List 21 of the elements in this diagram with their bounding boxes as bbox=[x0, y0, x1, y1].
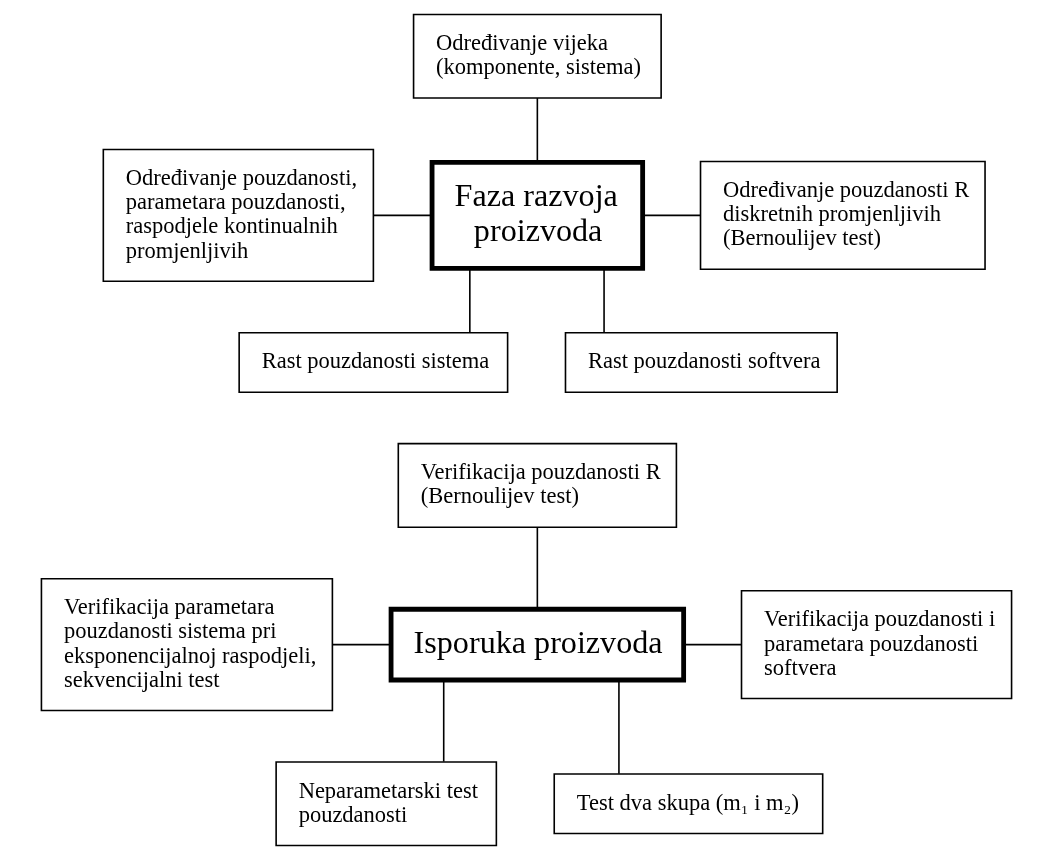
connector bbox=[469, 267, 471, 334]
node-box: Rast pouzdanosti softvera bbox=[564, 331, 838, 394]
node-box: Verifikacija pouzdanosti R (Bernoulijev test) bbox=[397, 442, 678, 529]
node-box: Određivanje vijeka (komponente, sistema) bbox=[412, 13, 662, 99]
connector bbox=[372, 214, 433, 217]
node-box: Određivanje pouzdanosti, parametara pouzdanosti, raspodjele kontinualnih promjenljivih bbox=[102, 148, 375, 283]
connector bbox=[442, 679, 445, 763]
connector bbox=[331, 643, 392, 646]
connector bbox=[603, 267, 605, 334]
node-box: Isporuka proizvoda bbox=[388, 606, 687, 683]
node-box: Neparametarski test pouzdanosti bbox=[275, 761, 498, 847]
node-box: Test dva skupa (m₁ i m₂) bbox=[553, 773, 824, 835]
connector bbox=[618, 679, 620, 775]
node-box: Verifikacija pouzdanosti i parametara pouzdanosti softvera bbox=[740, 589, 1013, 700]
node-box: Verifikacija parametara pouzdanosti sistema pri eksponencijalnoj raspodjeli, sekvencijalni test bbox=[40, 577, 334, 712]
node-box: Rast pouzdanosti sistema bbox=[238, 331, 509, 394]
connector bbox=[642, 214, 701, 217]
connector bbox=[536, 97, 539, 163]
node-box: Određivanje pouzdanosti R diskretnih promjenljivih (Bernoulijev test) bbox=[699, 160, 986, 271]
node-box: Faza razvoja proizvoda bbox=[429, 159, 646, 271]
connector bbox=[536, 526, 539, 610]
